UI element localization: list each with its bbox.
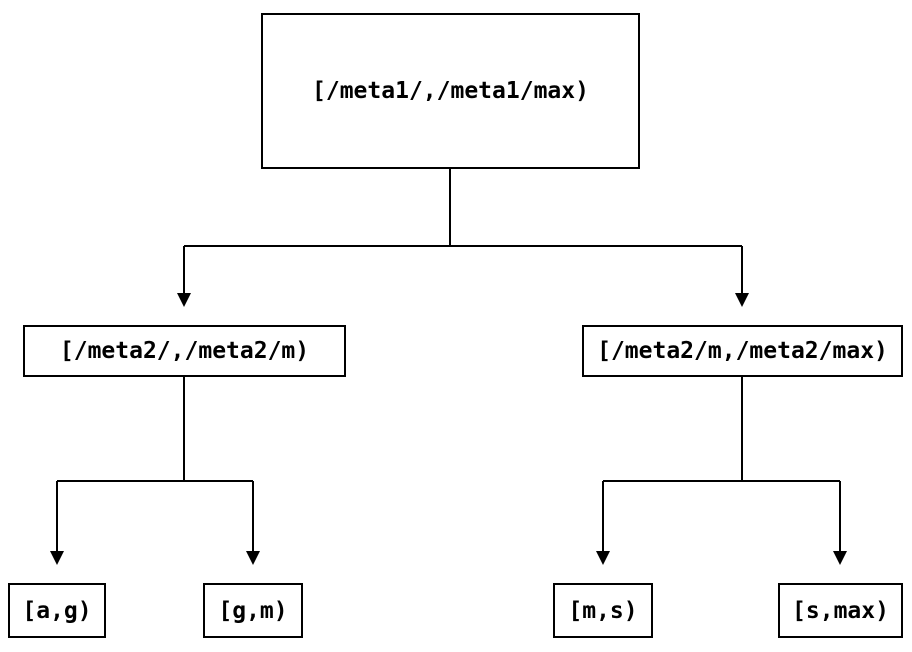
arrowhead-down-icon — [833, 551, 847, 565]
edge-root-to-children — [177, 169, 749, 307]
node-label: [/meta2/,/meta2/m) — [59, 338, 310, 364]
arrowhead-down-icon — [735, 293, 749, 307]
node-label: [a,g) — [22, 597, 92, 624]
tree-node-meta2-right: [/meta2/m,/meta2/max) — [582, 325, 903, 377]
arrowhead-down-icon — [177, 293, 191, 307]
tree-node-root: [/meta1/,/meta1/max) — [261, 13, 640, 169]
node-label: [s,max) — [792, 597, 889, 624]
tree-node-leaf-gm: [g,m) — [203, 583, 303, 638]
tree-node-leaf-smax: [s,max) — [778, 583, 903, 638]
node-label: [/meta2/m,/meta2/max) — [597, 338, 888, 364]
tree-node-leaf-ms: [m,s) — [553, 583, 653, 638]
edge-meta2-left-to-children — [50, 377, 260, 565]
arrowhead-down-icon — [596, 551, 610, 565]
tree-node-meta2-left: [/meta2/,/meta2/m) — [23, 325, 346, 377]
node-label: [m,s) — [568, 597, 638, 624]
arrowhead-down-icon — [246, 551, 260, 565]
edge-meta2-right-to-children — [596, 377, 847, 565]
arrowhead-down-icon — [50, 551, 64, 565]
tree-node-leaf-ag: [a,g) — [8, 583, 106, 638]
node-label: [/meta1/,/meta1/max) — [312, 78, 589, 104]
node-label: [g,m) — [218, 597, 288, 624]
